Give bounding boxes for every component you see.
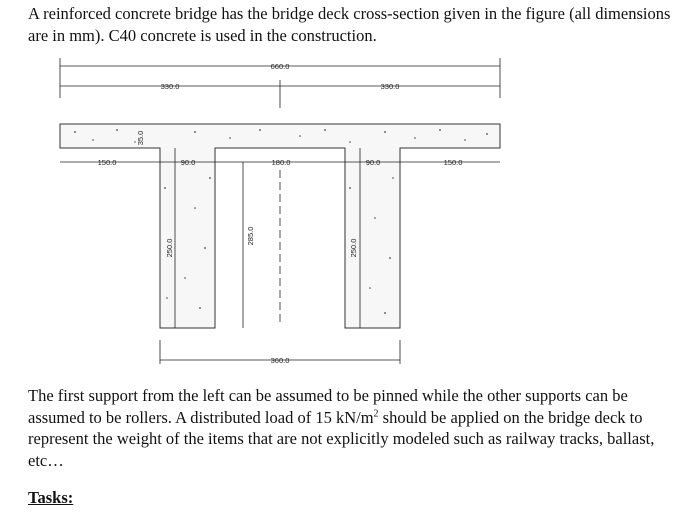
deck-thickness-label: 35.0 <box>136 131 145 146</box>
right-overhang-label: 150.0 <box>444 158 463 167</box>
right-web-width-label: 90.0 <box>366 158 381 167</box>
total-width-label: 660.0 <box>271 62 290 71</box>
concrete-texture <box>74 129 488 314</box>
center-gap-label: 180.0 <box>272 158 291 167</box>
support-text-before: The first support from the left can be a… <box>28 386 628 427</box>
cross-section-outline <box>59 123 501 329</box>
left-half-label: 330.0 <box>161 82 180 91</box>
bridge-deck-cross-section-figure: 660.0 330.0 330.0 150.0 90.0 180.0 90.0 … <box>59 58 501 365</box>
support-text-after: should be applied on the bridge deck to … <box>28 407 655 470</box>
right-half-label: 330.0 <box>381 82 400 91</box>
left-web-depth-label: 250.0 <box>165 239 174 258</box>
left-overhang-label: 150.0 <box>98 158 117 167</box>
intro-paragraph: A reinforced concrete bridge has the bri… <box>28 4 671 45</box>
right-web-depth-label: 250.0 <box>349 239 358 258</box>
webs-span-label: 360.0 <box>271 356 290 365</box>
tasks-heading: Tasks: <box>28 488 74 507</box>
total-depth-label: 285.0 <box>246 227 255 246</box>
left-web-width-label: 90.0 <box>181 158 196 167</box>
units-superscript: 2 <box>373 408 379 419</box>
support-paragraph: The first support from the left can be a… <box>28 385 678 471</box>
